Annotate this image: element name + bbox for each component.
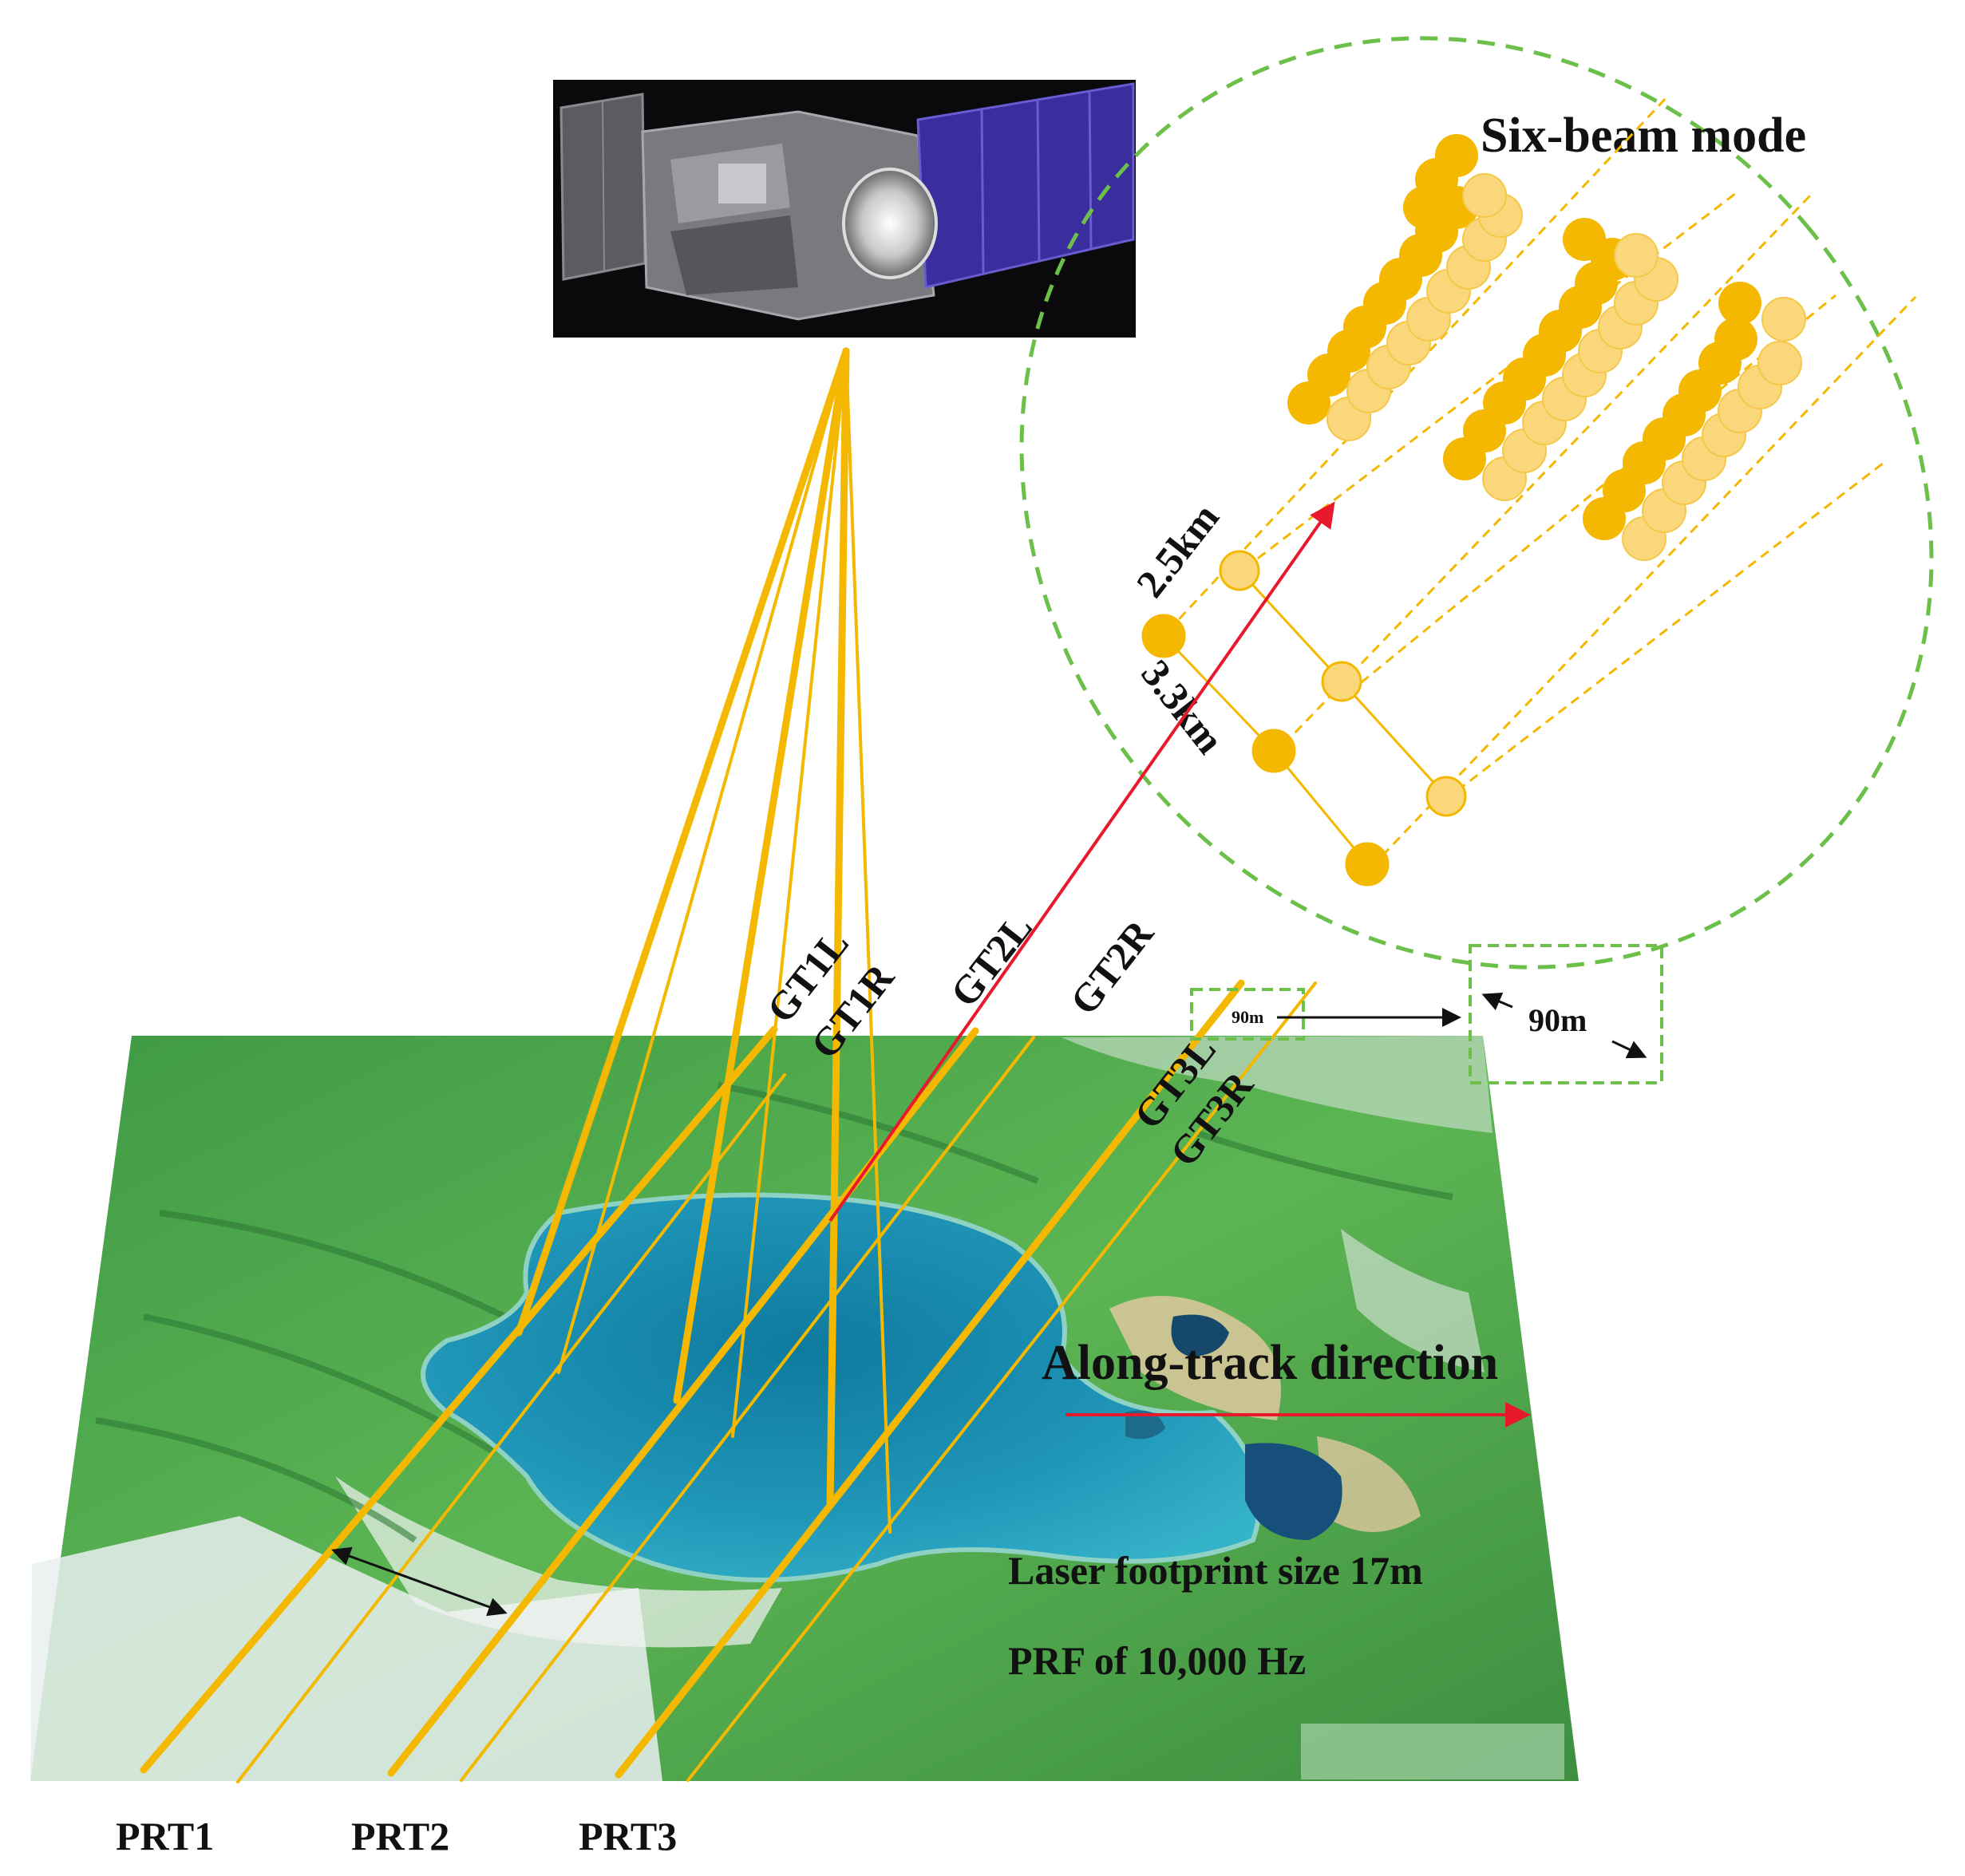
footprint-zoom-large-label: 90m xyxy=(1528,1002,1587,1038)
pair-labels: PRT1 PRT2 PRT3 xyxy=(116,1814,677,1858)
label-prt1: PRT1 xyxy=(116,1814,214,1858)
footprint-zoom-small-label: 90m xyxy=(1232,1007,1263,1027)
footprint-zoom-large-box xyxy=(1469,944,1663,1084)
label-prt2: PRT2 xyxy=(351,1814,449,1858)
pair-spacing-arrow xyxy=(331,1546,508,1617)
track-gt3r xyxy=(686,981,1317,1782)
along-track: Along-track direction xyxy=(1042,1336,1531,1428)
footprint-group-2 xyxy=(1443,218,1634,480)
footprint-group-1 xyxy=(1287,134,1478,425)
track-gt1l xyxy=(140,1025,778,1774)
track-gt2r xyxy=(460,1036,1035,1782)
footprint-zoom: 90m 90m xyxy=(1190,944,1663,1084)
beam-pattern xyxy=(1141,550,1467,887)
label-gt2l: GT2L xyxy=(942,905,1042,1014)
info-text: Laser footprint size 17m PRF of 10,000 H… xyxy=(1008,1548,1423,1683)
lake xyxy=(421,1192,1263,1582)
terrain-image xyxy=(30,1036,1579,1781)
footprint-group-3 xyxy=(1583,282,1761,540)
beam-spacing-label: 2.5km xyxy=(1128,495,1228,605)
inset-border xyxy=(1019,36,1934,970)
footprint-zoom-dim-left xyxy=(1481,992,1513,1011)
footprint-zoom-small-box xyxy=(1190,988,1305,1041)
along-track-label: Along-track direction xyxy=(1042,1336,1498,1390)
label-gt2r: GT2R xyxy=(1062,911,1163,1023)
track-gt1r xyxy=(236,1073,786,1783)
satellite-image xyxy=(553,80,1136,338)
beam-lines xyxy=(515,347,892,1534)
inset-title: Six-beam mode xyxy=(1481,109,1806,163)
inset-pointer-arrow xyxy=(828,501,1335,1222)
footprint-zoom-dim-right xyxy=(1611,1040,1647,1059)
footprint-size-label: Laser footprint size 17m xyxy=(1008,1548,1423,1593)
prf-label: PRF of 10,000 Hz xyxy=(1008,1638,1306,1683)
label-prt3: PRT3 xyxy=(579,1814,677,1858)
track-gt3l xyxy=(615,979,1245,1779)
